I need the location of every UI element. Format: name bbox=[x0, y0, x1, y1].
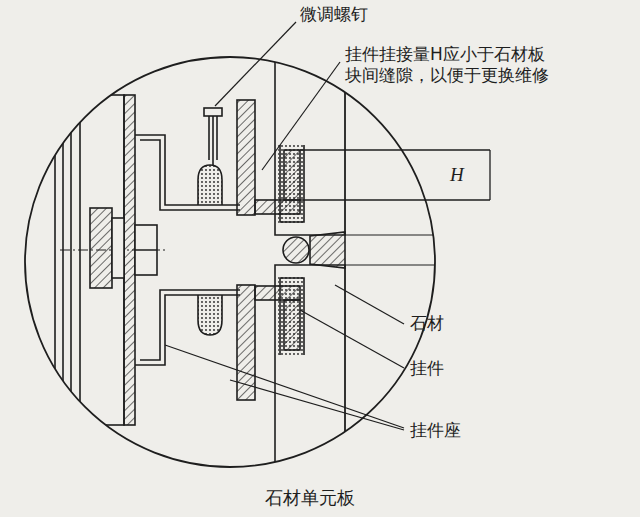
part-label: 挂件座 bbox=[410, 420, 461, 441]
dimension-label: H bbox=[450, 163, 464, 187]
note-text: 挂件挂接量H应小于石材板 块间缝隙，以便于更换维修 bbox=[345, 44, 560, 87]
caption: 石材单元板 bbox=[265, 487, 355, 510]
part-label: 挂件 bbox=[410, 358, 444, 379]
part-label: 石材 bbox=[410, 313, 444, 334]
part-label: 微调螺钉 bbox=[300, 4, 368, 25]
